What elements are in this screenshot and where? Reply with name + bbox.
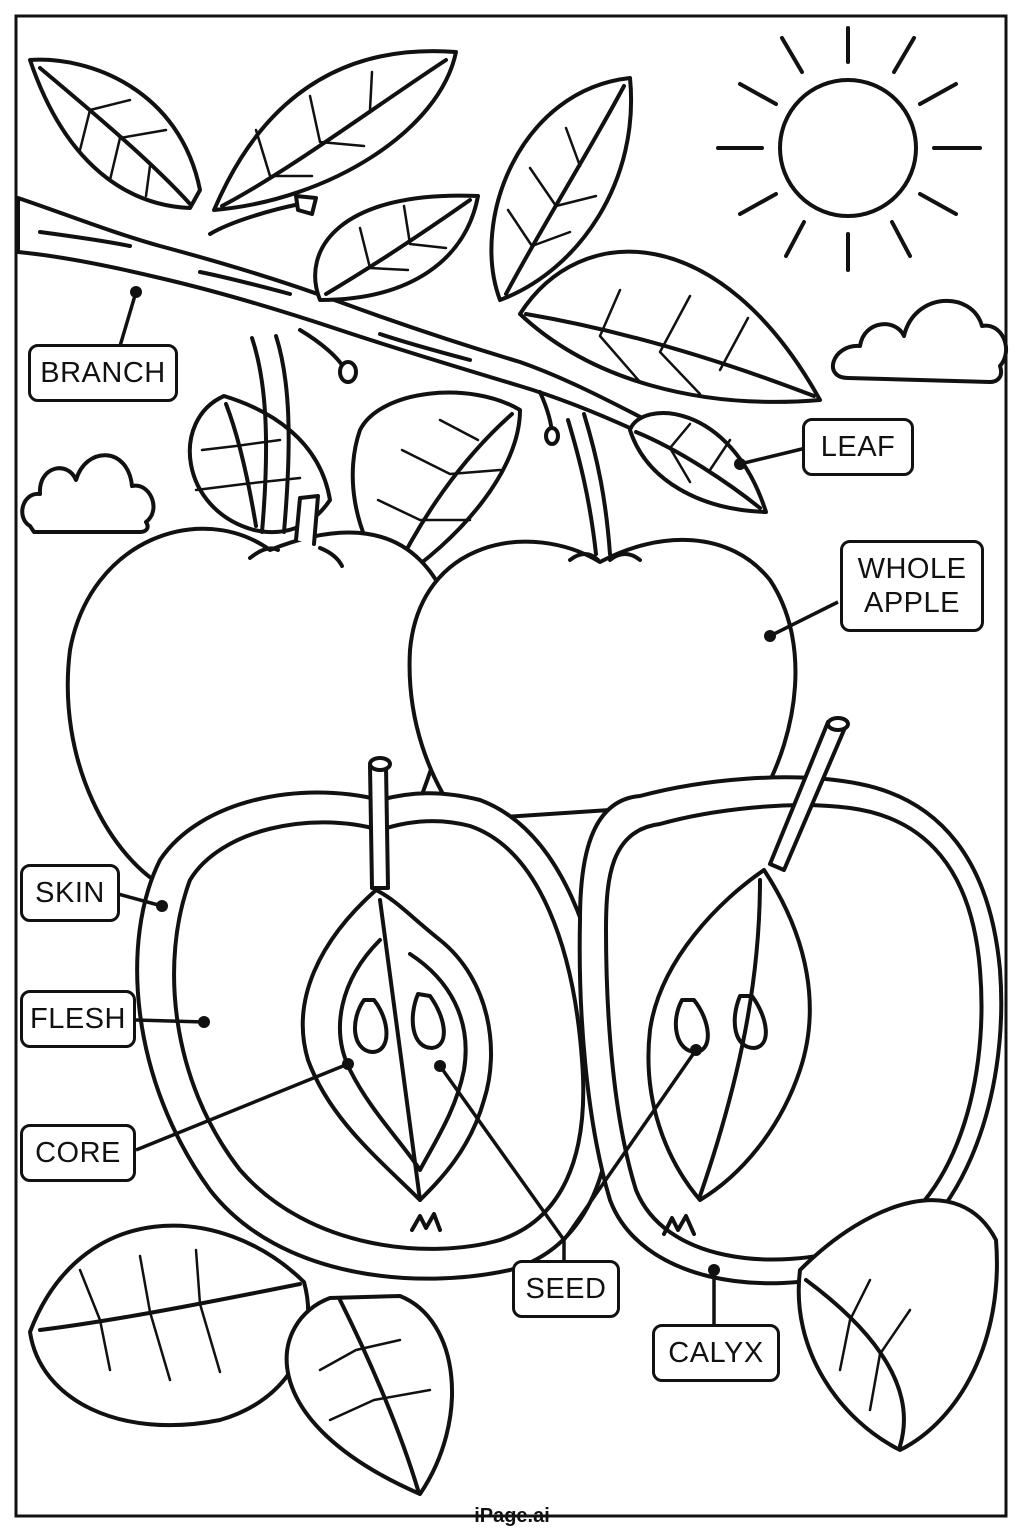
leaf-bottom-center-icon	[284, 1294, 455, 1496]
label-seed: SEED	[512, 1260, 620, 1318]
leaf-top-left-icon	[28, 57, 202, 210]
label-branch-text: BRANCH	[40, 357, 166, 389]
cut-apple-left	[135, 756, 614, 1281]
label-flesh: FLESH	[20, 990, 136, 1048]
leader-lines	[117, 291, 839, 1326]
page-border	[14, 14, 1008, 1518]
leaf-top-upper-icon	[212, 49, 458, 212]
label-calyx-text: CALYX	[668, 1337, 764, 1369]
cloud-left-icon	[20, 453, 156, 534]
label-branch: BRANCH	[28, 344, 178, 402]
branch-shape	[16, 194, 662, 446]
label-seed-text: SEED	[525, 1273, 607, 1305]
label-flesh-text: FLESH	[30, 1003, 126, 1035]
label-whole-apple-line1: WHOLE	[857, 553, 967, 585]
leaf-bottom-left-icon	[28, 1223, 311, 1428]
label-core-text: CORE	[35, 1137, 121, 1169]
label-skin: SKIN	[20, 864, 120, 922]
watermark: iPage.ai	[474, 1505, 550, 1527]
label-whole-apple: WHOLE APPLE	[840, 540, 984, 632]
leaf-center-icon	[313, 193, 480, 302]
leaf-bottom-right-icon	[796, 1198, 999, 1452]
leader-dots	[130, 286, 776, 1276]
label-calyx: CALYX	[652, 1324, 780, 1382]
label-whole-apple-line2: APPLE	[864, 587, 960, 619]
leaf-large-right-icon	[518, 249, 822, 404]
cloud-right-icon	[830, 299, 1008, 384]
label-core: CORE	[20, 1124, 136, 1182]
label-skin-text: SKIN	[35, 877, 105, 909]
label-leaf: LEAF	[802, 418, 914, 476]
sun-icon	[716, 26, 982, 272]
leaf-small-labeled-icon	[628, 411, 768, 514]
leaf-top-right-icon	[489, 76, 634, 302]
label-leaf-text: LEAF	[820, 431, 896, 463]
